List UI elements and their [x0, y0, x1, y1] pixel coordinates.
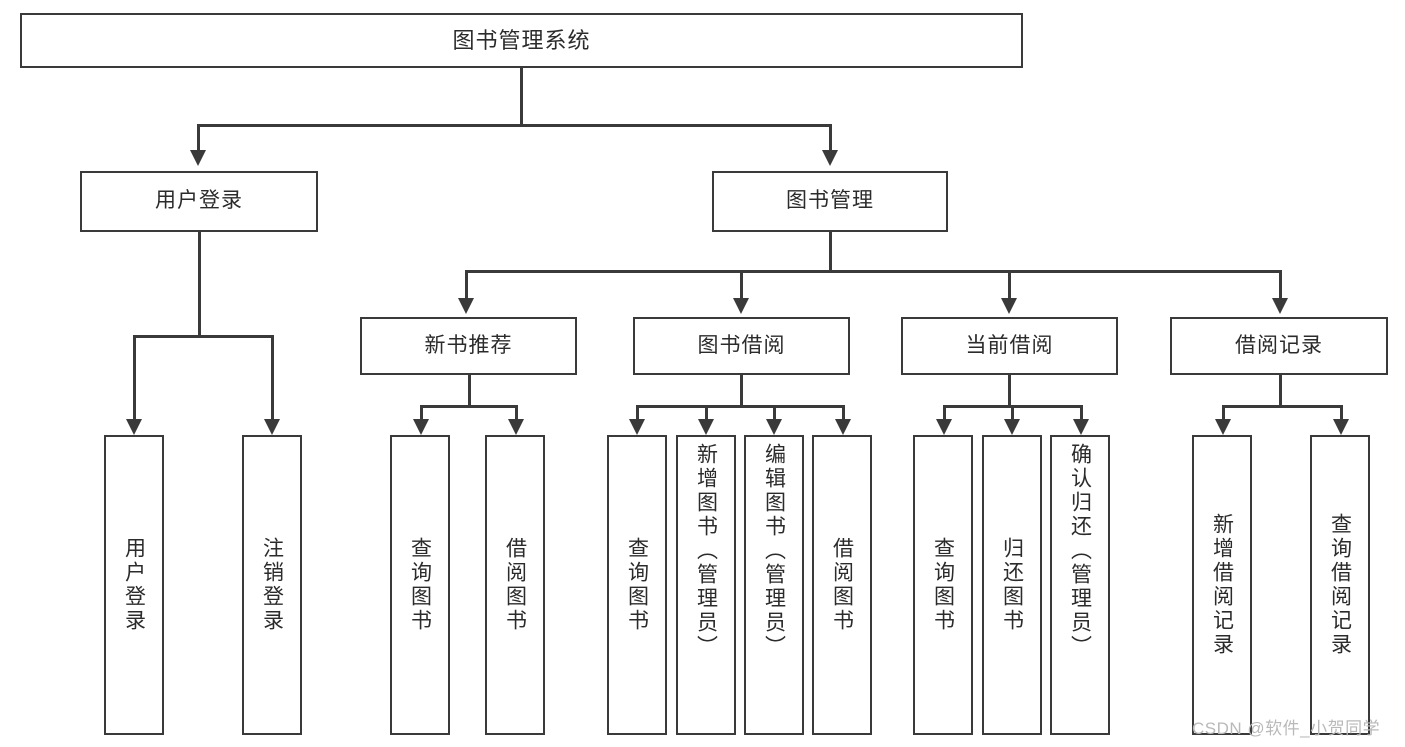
- node-label: 图书借阅: [697, 333, 786, 357]
- arrow-bus-to-borrow: [733, 298, 749, 314]
- node-current-borrow[interactable]: 当前借阅: [901, 317, 1118, 375]
- arrow-record-leaf-2: [1333, 419, 1349, 435]
- arrow-borrow-leaf-1: [629, 419, 645, 435]
- arrow-newbook-leaf-2: [508, 419, 524, 435]
- node-label: 查询图书: [625, 537, 649, 633]
- connector-current-drop-1: [943, 405, 946, 419]
- connector-borrow-drop-1: [636, 405, 639, 419]
- arrow-current-leaf-3: [1073, 419, 1089, 435]
- node-label: 编辑图书（管理员）: [762, 443, 786, 659]
- leaf-borrow-book[interactable]: 借阅图书: [812, 435, 872, 735]
- connector-record-drop-2: [1340, 405, 1343, 419]
- arrow-login-leaf-1: [126, 419, 142, 435]
- connector-borrow-drop-2: [705, 405, 708, 419]
- leaf-confirm-return-admin[interactable]: 确认归还（管理员）: [1050, 435, 1110, 735]
- arrow-borrow-leaf-2: [698, 419, 714, 435]
- leaf-return-book[interactable]: 归还图书: [982, 435, 1042, 735]
- arrow-borrow-leaf-4: [835, 419, 851, 435]
- connector-login-bus: [133, 335, 272, 338]
- connector-current-drop-2: [1011, 405, 1014, 419]
- leaf-add-borrow-record[interactable]: 新增借阅记录: [1192, 435, 1252, 735]
- leaf-user-login[interactable]: 用户登录: [104, 435, 164, 735]
- arrow-root-to-bookmgmt: [822, 150, 838, 166]
- connector-login-drop-2: [271, 335, 274, 419]
- arrow-login-leaf-2: [264, 419, 280, 435]
- arrow-bus-to-current: [1001, 298, 1017, 314]
- node-book-borrow[interactable]: 图书借阅: [633, 317, 850, 375]
- node-label: 查询图书: [931, 537, 955, 633]
- node-label: 查询借阅记录: [1328, 513, 1352, 657]
- leaf-query-book-borrow[interactable]: 查询图书: [607, 435, 667, 735]
- connector-bus-to-borrow: [740, 270, 743, 298]
- node-label: 用户登录: [122, 537, 146, 633]
- connector-root-to-login: [197, 124, 200, 150]
- node-label: 用户登录: [155, 189, 243, 213]
- connector-record-stem: [1279, 375, 1282, 405]
- leaf-add-book-admin[interactable]: 新增图书（管理员）: [676, 435, 736, 735]
- arrow-current-leaf-1: [936, 419, 952, 435]
- connector-newbook-drop-2: [515, 405, 518, 419]
- node-label: 新书推荐: [424, 333, 513, 357]
- node-label: 新增图书（管理员）: [694, 443, 718, 659]
- node-label: 借阅图书: [503, 537, 527, 633]
- arrow-current-leaf-2: [1004, 419, 1020, 435]
- node-new-book-recommend[interactable]: 新书推荐: [360, 317, 577, 375]
- node-label: 借阅记录: [1235, 333, 1323, 357]
- arrow-newbook-leaf-1: [413, 419, 429, 435]
- connector-login-drop-1: [133, 335, 136, 419]
- node-borrow-record[interactable]: 借阅记录: [1170, 317, 1388, 375]
- connector-bus-to-record: [1279, 270, 1282, 298]
- node-book-management[interactable]: 图书管理: [712, 171, 948, 232]
- connector-newbook-bus: [420, 405, 517, 408]
- leaf-borrow-book-recommend[interactable]: 借阅图书: [485, 435, 545, 735]
- node-label: 确认归还（管理员）: [1068, 443, 1092, 659]
- connector-bus-to-newbook: [465, 270, 468, 298]
- arrow-bus-to-newbook: [458, 298, 474, 314]
- connector-root-to-bookmgmt: [829, 124, 832, 150]
- connector-login-stem: [198, 232, 201, 335]
- node-label: 当前借阅: [965, 333, 1054, 357]
- node-label: 查询图书: [408, 537, 432, 633]
- connector-bus-to-current: [1008, 270, 1011, 298]
- node-user-login[interactable]: 用户登录: [80, 171, 318, 232]
- arrow-bus-to-record: [1272, 298, 1288, 314]
- node-label: 图书管理系统: [452, 27, 591, 53]
- arrow-borrow-leaf-3: [766, 419, 782, 435]
- connector-root-bus: [197, 124, 831, 127]
- node-label: 新增借阅记录: [1210, 513, 1234, 657]
- arrow-root-to-login: [190, 150, 206, 166]
- connector-newbook-stem: [468, 375, 471, 405]
- connector-borrow-bus: [636, 405, 844, 408]
- connector-borrow-stem: [740, 375, 743, 405]
- connector-record-bus: [1222, 405, 1342, 408]
- leaf-query-borrow-record[interactable]: 查询借阅记录: [1310, 435, 1370, 735]
- connector-record-drop-1: [1222, 405, 1225, 419]
- connector-borrow-drop-4: [842, 405, 845, 419]
- node-label: 归还图书: [1000, 537, 1024, 633]
- connector-bookmgmt-stem: [829, 232, 832, 270]
- connector-current-stem: [1008, 375, 1011, 405]
- connector-borrow-drop-3: [773, 405, 776, 419]
- connector-root-stem: [520, 68, 523, 124]
- connector-bookmgmt-bus: [465, 270, 1281, 273]
- node-label: 借阅图书: [830, 537, 854, 633]
- node-label: 注销登录: [260, 537, 284, 633]
- node-root-system[interactable]: 图书管理系统: [20, 13, 1023, 68]
- node-label: 图书管理: [786, 189, 874, 213]
- leaf-query-book-recommend[interactable]: 查询图书: [390, 435, 450, 735]
- connector-newbook-drop-1: [420, 405, 423, 419]
- leaf-edit-book-admin[interactable]: 编辑图书（管理员）: [744, 435, 804, 735]
- leaf-logout[interactable]: 注销登录: [242, 435, 302, 735]
- connector-current-drop-3: [1080, 405, 1083, 419]
- arrow-record-leaf-1: [1215, 419, 1231, 435]
- leaf-query-book-current[interactable]: 查询图书: [913, 435, 973, 735]
